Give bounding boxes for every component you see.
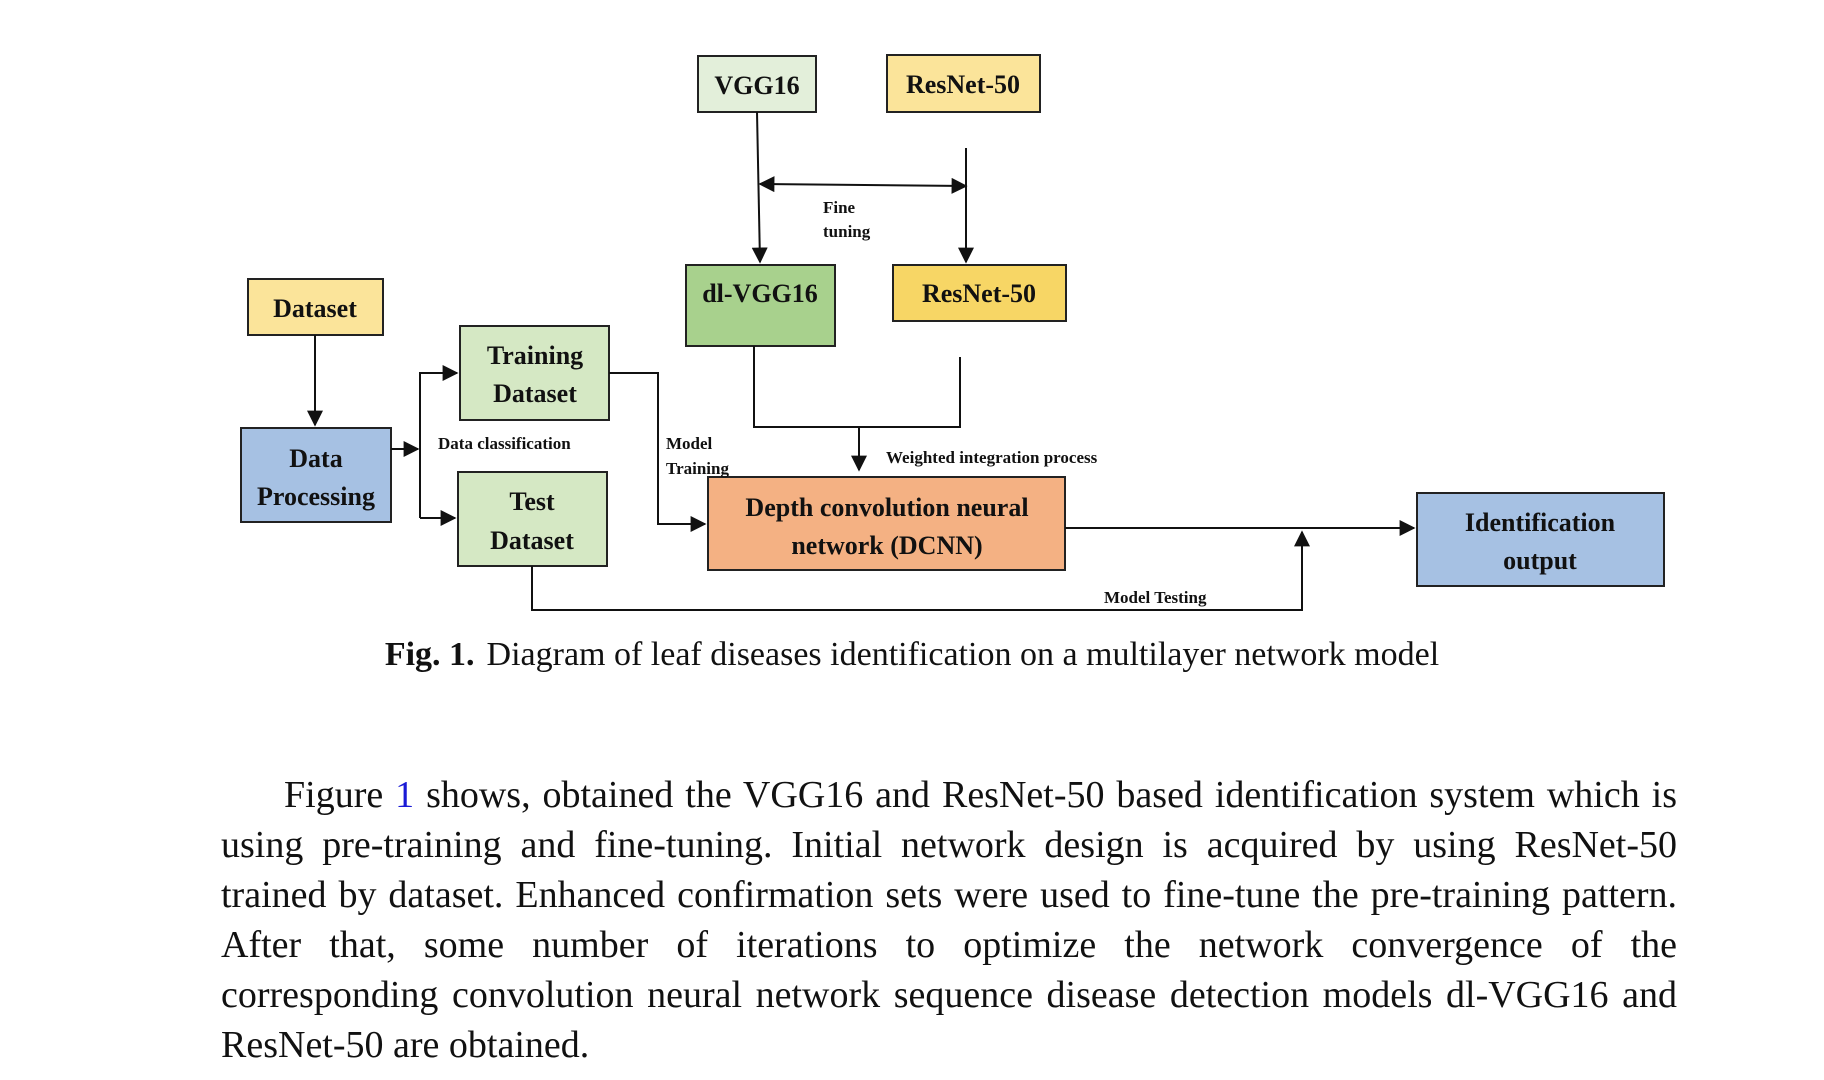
resnet-mid-label: ResNet-50: [922, 279, 1036, 308]
data-classification-label: Data classification: [438, 434, 571, 453]
vgg16-label: VGG16: [714, 71, 799, 100]
training-dataset-box: [459, 325, 610, 421]
fine-label-2: tuning: [823, 222, 871, 241]
figure-number: Fig. 1.: [384, 636, 475, 673]
paragraph-start: Figure: [284, 774, 396, 816]
model-testing-label: Model Testing: [1104, 588, 1207, 607]
dataset-label: Dataset: [273, 294, 357, 323]
training-to-dcnn-connector: [609, 372, 707, 532]
caption-text: Diagram of leaf diseases identification …: [486, 636, 1440, 673]
dl-vgg16-box: [685, 264, 836, 347]
dcnn-box: [707, 476, 1066, 571]
data-processing-label-1: Data: [289, 444, 342, 473]
test-label-2: Dataset: [490, 526, 574, 555]
dl-vgg16-label: dl-VGG16: [702, 279, 818, 308]
body-paragraph: Figure 1 shows, obtained the VGG16 and R…: [221, 770, 1677, 1070]
output-label-2: output: [1503, 546, 1577, 575]
model-training-label-1: Model: [666, 434, 713, 453]
identification-output-box: [1416, 492, 1665, 587]
output-label-1: Identification: [1465, 508, 1616, 537]
resnet-top-box: [886, 54, 1041, 113]
fine-tuning-arrow: [758, 176, 968, 194]
model-testing-connector: [531, 530, 1310, 611]
vgg16-box: [697, 55, 817, 113]
resnet-mid-box: [892, 264, 1067, 322]
training-label-1: Training: [487, 341, 583, 370]
model-training-label-2: Training: [666, 459, 729, 478]
training-label-2: Dataset: [493, 379, 577, 408]
dcnn-label-1: Depth convolution neural: [745, 493, 1028, 522]
figure-reference-link[interactable]: 1: [395, 774, 415, 816]
resnet-top-label: ResNet-50: [906, 70, 1020, 99]
weighted-integration-label: Weighted integration process: [886, 448, 1098, 467]
figure-caption: Fig. 1. Diagram of leaf diseases identifi…: [0, 636, 1824, 674]
fine-label-1: Fine: [823, 198, 856, 217]
data-processing-label-2: Processing: [257, 482, 375, 511]
data-processing-box: [240, 427, 392, 523]
leaf-disease-diagram: VGG16 ResNet-50 dl-VGG16 ResNet-50 Datas…: [240, 54, 1665, 611]
test-label-1: Test: [509, 487, 555, 516]
paragraph-rest: shows, obtained the VGG16 and ResNet-50 …: [221, 774, 1677, 1066]
vgg16-to-dl-vgg16-arrow: [751, 111, 768, 264]
weighted-integration-connector: [753, 346, 961, 428]
dcnn-label-2: network (DCNN): [791, 531, 982, 560]
test-dataset-box: [457, 471, 608, 567]
